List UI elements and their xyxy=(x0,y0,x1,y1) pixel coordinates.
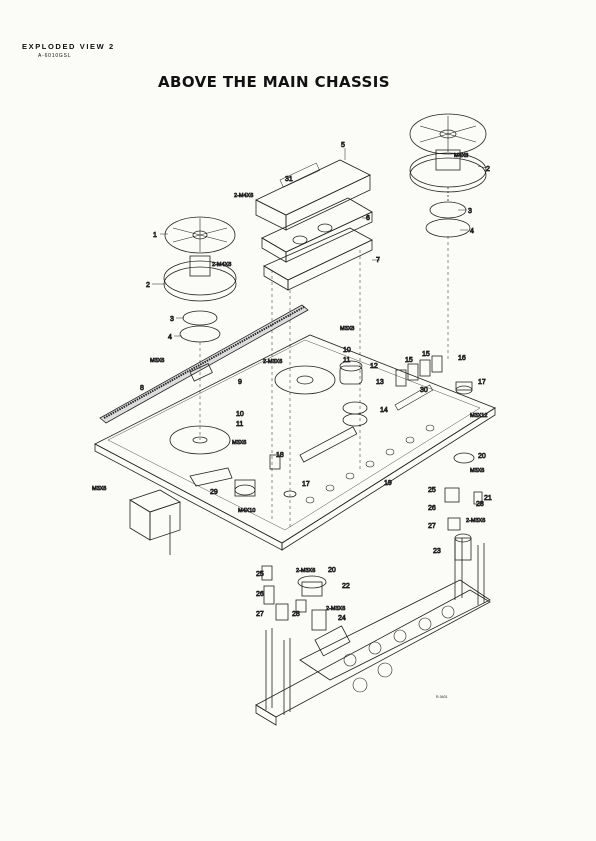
callout-2-right: 2 xyxy=(486,166,490,173)
callout-21: 21 xyxy=(484,495,492,502)
callout-1: 1 xyxy=(153,232,157,239)
screw-m4x8: M4X8 xyxy=(454,153,468,159)
callout-12: 12 xyxy=(370,363,378,370)
transformer xyxy=(130,490,180,555)
screw-2-m4x6: 2-M4X6 xyxy=(234,193,253,199)
callout-7: 7 xyxy=(376,257,380,264)
callout-25: 25 xyxy=(256,571,264,578)
screw-2-m3x6-top: 2-M3X6 xyxy=(263,359,282,365)
callout-19: 19 xyxy=(384,480,392,487)
callout-3-right: 3 xyxy=(468,208,472,215)
head-cover xyxy=(256,160,370,230)
callout-26-right: 26 xyxy=(428,505,436,512)
screw-m4x10: M4X10 xyxy=(238,508,255,514)
screw-m3x6-right: M3X6 xyxy=(470,468,484,474)
left-reel-assembly xyxy=(164,217,236,342)
callout-25-right: 25 xyxy=(428,487,436,494)
lower-subchassis xyxy=(256,538,490,725)
screw-2-m3x6-right: 2-M3X6 xyxy=(466,518,485,524)
screw-m3x6-left: M3X6 xyxy=(150,358,164,364)
callout-5: 5 xyxy=(341,142,345,149)
callout-10-lower: 10 xyxy=(236,411,244,418)
callout-30: 30 xyxy=(420,387,428,394)
callout-28-right: 28 xyxy=(476,501,484,508)
callout-17: 17 xyxy=(478,379,486,386)
callout-2: 2 xyxy=(146,282,150,289)
callout-29: 29 xyxy=(210,489,218,496)
callout-17-lower: 17 xyxy=(302,481,310,488)
callout-4-right: 4 xyxy=(470,228,474,235)
right-reel-assembly xyxy=(410,114,486,237)
callout-31: 31 xyxy=(285,176,293,183)
callout-20: 20 xyxy=(478,453,486,460)
callout-9: 9 xyxy=(238,379,242,386)
callout-11: 11 xyxy=(343,357,350,364)
callout-23: 23 xyxy=(433,548,441,555)
main-chassis xyxy=(95,335,495,550)
callout-15a: 15 xyxy=(405,357,413,364)
callout-10: 10 xyxy=(343,347,351,354)
callout-8: 8 xyxy=(140,385,144,392)
callout-15b: 15 xyxy=(422,351,430,358)
screw-2-m3x6-lower: 2-M3X6 xyxy=(296,568,315,574)
callout-11-lower: 11 xyxy=(236,421,243,428)
callout-3: 3 xyxy=(170,316,174,323)
callout-26: 26 xyxy=(256,591,264,598)
callout-28: 28 xyxy=(292,611,300,618)
callout-18: 18 xyxy=(276,452,284,459)
screw-m3x6-mid: M3X6 xyxy=(232,440,246,446)
screw-2-m4x8: 2-M4X8 xyxy=(212,262,231,268)
screw-2-m3x6-bottom: 2-M3X6 xyxy=(326,606,345,612)
screw-m3x6-corner: M3X6 xyxy=(92,486,106,492)
callout-4: 4 xyxy=(168,334,172,341)
callout-27-right: 27 xyxy=(428,523,436,530)
screw-m3x8: M3X8 xyxy=(340,326,354,332)
callout-24: 24 xyxy=(338,615,346,622)
callout-27: 27 xyxy=(256,611,264,618)
screw-m3x12: M3X12 xyxy=(470,413,487,419)
head-assembly xyxy=(262,198,372,290)
callout-6: 6 xyxy=(366,215,370,222)
callout-16: 16 xyxy=(458,355,466,362)
callout-14: 14 xyxy=(380,407,388,414)
callout-13: 13 xyxy=(376,379,384,386)
callout-20-lower: 20 xyxy=(328,567,336,574)
callout-22: 22 xyxy=(342,583,350,590)
